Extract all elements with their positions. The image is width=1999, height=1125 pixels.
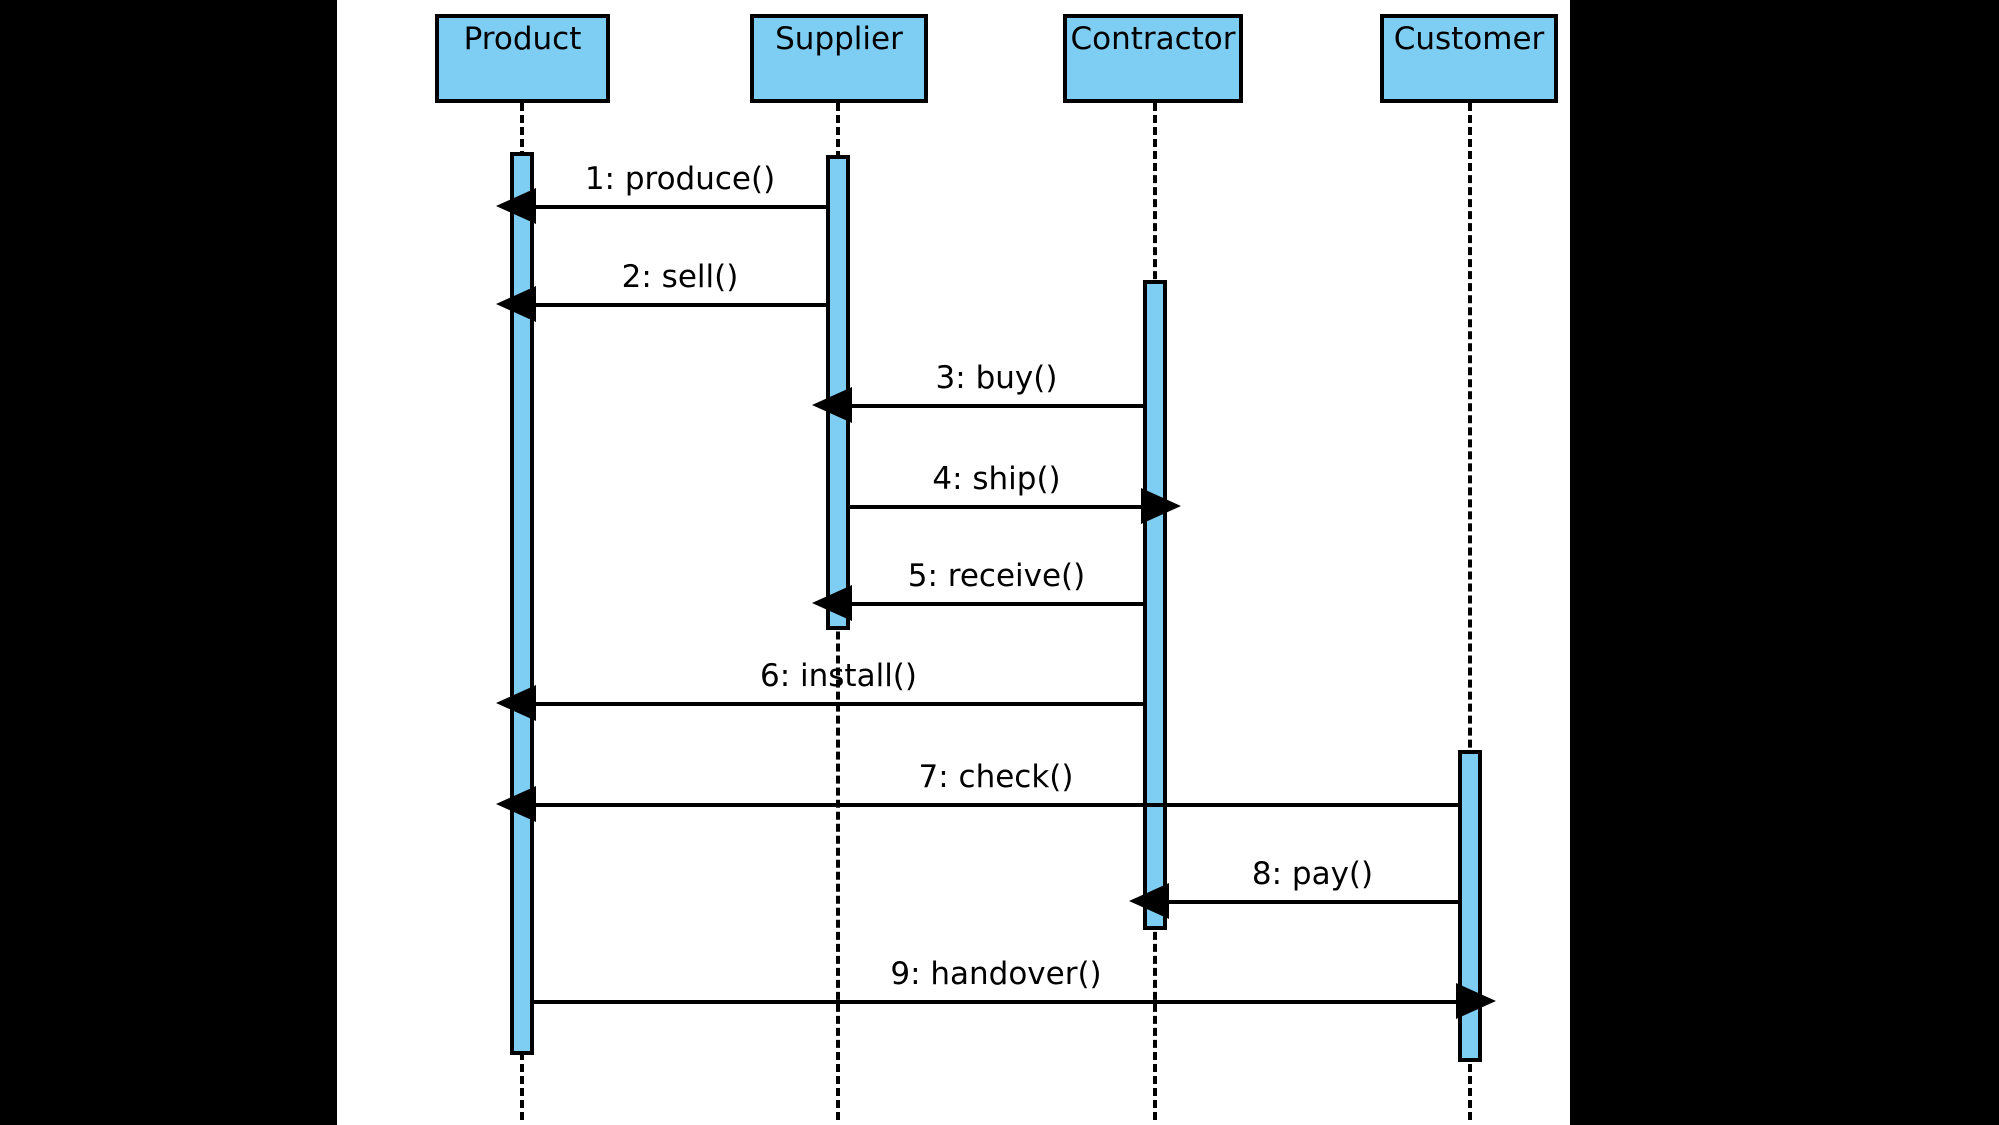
message-label: 3: buy() [935,360,1058,396]
activation-bar-contractor[interactable] [1143,280,1167,930]
lifeline-customer [1468,103,1472,1120]
arrow-left-icon [812,387,852,423]
message-line [850,404,1143,408]
participant-label: Product [463,21,582,57]
participant-box-supplier[interactable]: Supplier [750,14,928,103]
message-line [534,702,1143,706]
message-line [534,205,826,209]
sequence-diagram-canvas: Product Supplier Contractor Customer 1: pro… [337,0,1570,1125]
arrow-left-icon [496,188,536,224]
arrow-right-icon [1456,983,1496,1019]
message-line [1167,900,1458,904]
message-label: 9: handover() [890,956,1102,992]
message-line [534,303,826,307]
arrow-left-icon [1129,883,1169,919]
message-label: 2: sell() [621,259,739,295]
participant-label: Contractor [1070,21,1236,57]
message-line [534,1000,1458,1004]
message-label: 7: check() [918,759,1074,795]
message-label: 1: produce() [584,161,776,197]
participant-box-customer[interactable]: Customer [1380,14,1558,103]
arrow-right-icon [1141,488,1181,524]
participant-box-product[interactable]: Product [435,14,610,103]
arrow-left-icon [496,286,536,322]
participant-box-contractor[interactable]: Contractor [1063,14,1243,103]
message-label: 4: ship() [932,461,1061,497]
arrow-left-icon [812,585,852,621]
message-label: 8: pay() [1251,856,1374,892]
arrow-left-icon [496,786,536,822]
message-line [534,803,1458,807]
participant-label: Customer [1393,21,1545,57]
message-label: 5: receive() [907,558,1086,594]
message-line [850,505,1143,509]
message-label: 6: install() [760,658,917,694]
message-line [850,602,1143,606]
arrow-left-icon [496,685,536,721]
participant-label: Supplier [775,21,903,57]
